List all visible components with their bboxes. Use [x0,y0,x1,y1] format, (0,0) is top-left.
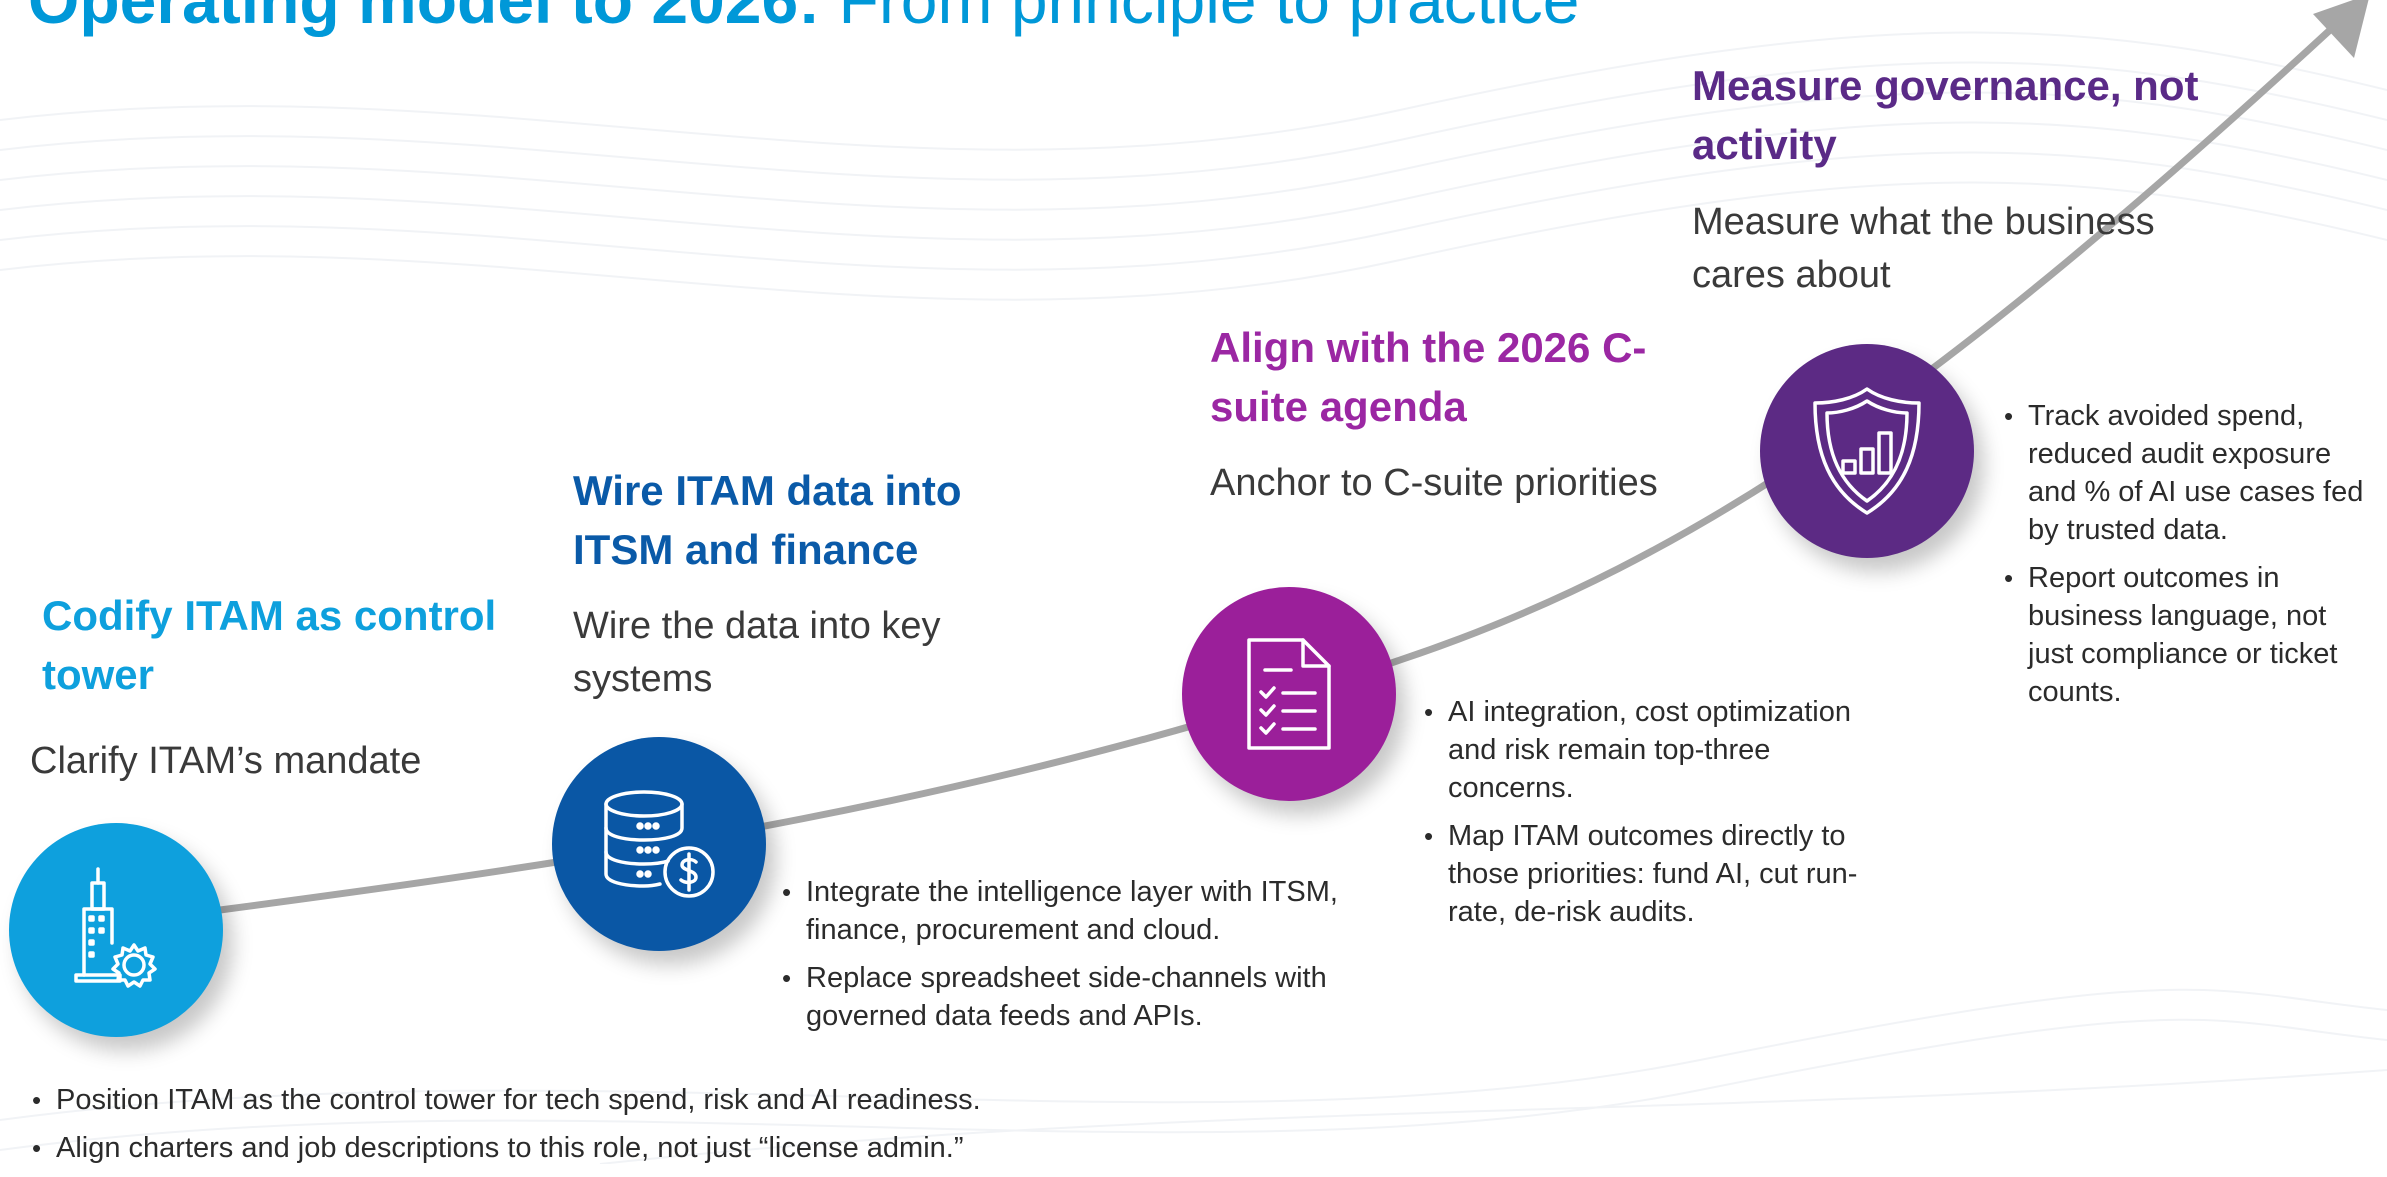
step-2-circle [552,737,766,951]
step-4-subheading: Measure what the business cares about [1692,201,2155,296]
step-4-bullets: Track avoided spend, reduced audit expos… [2004,397,2374,721]
step-1-bullets: Position ITAM as the control tower for t… [32,1081,1332,1177]
title-rest: From principle to practice [838,0,1580,37]
database-dollar-icon [604,790,715,898]
step-1-subheading: Clarify ITAM’s mandate [30,740,422,782]
step-4-circle [1760,344,1974,558]
step-2-bullets: Integrate the intelligence layer with IT… [782,873,1362,1045]
step-4-bullet: Track avoided spend, reduced audit expos… [2004,397,2374,549]
step-1-heading: Codify ITAM as control tower [42,592,497,698]
curve-arrowhead [2313,0,2369,58]
step-2-subheading: Wire the data into key systems [573,605,941,700]
step-3-circle [1182,587,1396,801]
step-4-heading: Measure governance, not activity [1692,62,2199,168]
step-3-subheading: Anchor to C-suite priorities [1210,462,1658,504]
step-3-bullets: AI integration, cost optimization and ri… [1424,693,1894,941]
step-3-bullet: Map ITAM outcomes directly to those prio… [1424,817,1894,931]
page-title: Operating model to 2026: From principle … [28,0,1579,38]
step-1-bullet: Align charters and job descriptions to t… [32,1129,1332,1167]
step-3-bullet: AI integration, cost optimization and ri… [1424,693,1894,807]
building-gear-icon [74,867,157,988]
step-2-heading: Wire ITAM data into ITSM and finance [573,467,962,573]
step-3-heading: Align with the 2026 C-suite agenda [1210,324,1647,430]
step-4-bullet: Report outcomes in business language, no… [2004,559,2374,711]
step-2-bullet: Integrate the intelligence layer with IT… [782,873,1362,949]
step-2-bullet: Replace spreadsheet side-channels with g… [782,959,1362,1035]
title-bold: Operating model to 2026: [28,0,821,37]
step-1-circle [9,823,223,1037]
step-1-bullet: Position ITAM as the control tower for t… [32,1081,1332,1119]
shield-chart-icon [1813,387,1921,515]
checklist-document-icon [1247,638,1331,750]
